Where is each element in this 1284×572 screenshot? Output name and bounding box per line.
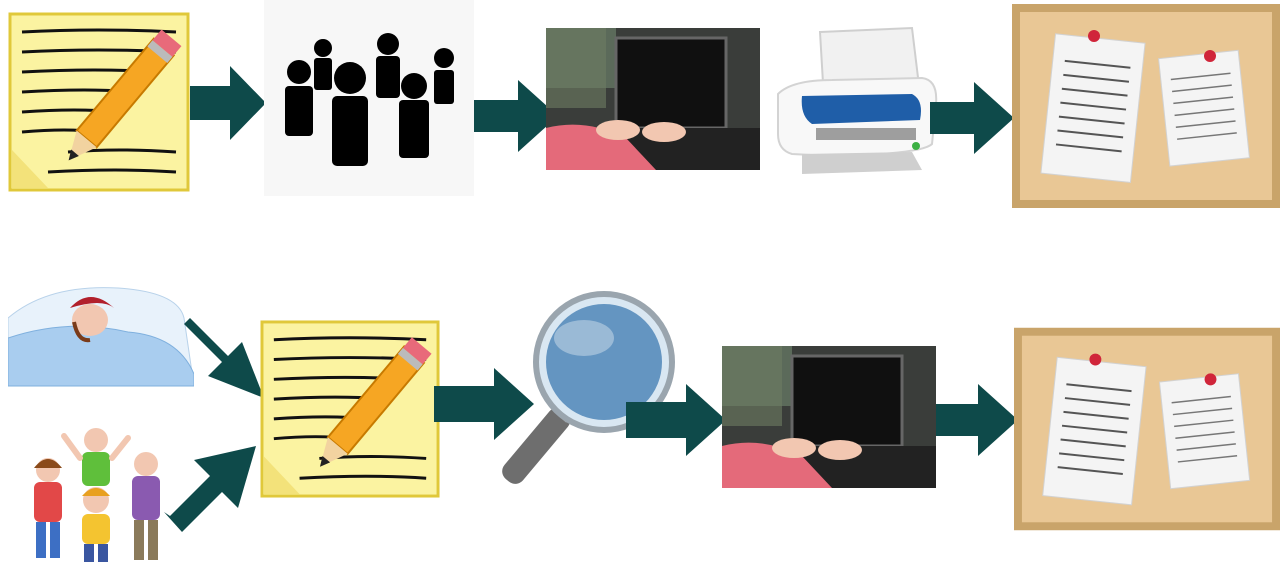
bottom-laptop-typing-photo [722,346,936,488]
bottom-arrow-from-sick-person [176,318,264,398]
sick-person-in-bed-icon [8,278,194,388]
bottom-arrow-4 [936,384,1018,456]
group-of-people-icon [264,0,474,196]
top-cork-board-icon [1012,4,1280,208]
bottom-arrow-from-children [164,446,256,532]
top-arrow-1 [190,66,266,140]
magnifying-glass-icon [480,286,676,506]
bottom-note-pencil-icon [260,318,442,500]
top-arrow-3 [930,82,1014,154]
top-laptop-typing-photo [546,28,760,170]
printer-icon [772,24,942,180]
top-note-pencil-icon [8,10,192,194]
bottom-cork-board-icon [1014,326,1280,532]
bottom-arrow-3 [626,384,726,456]
top-arrow-2 [474,80,558,152]
bottom-arrow-2 [434,368,534,440]
children-group-icon [20,424,170,570]
